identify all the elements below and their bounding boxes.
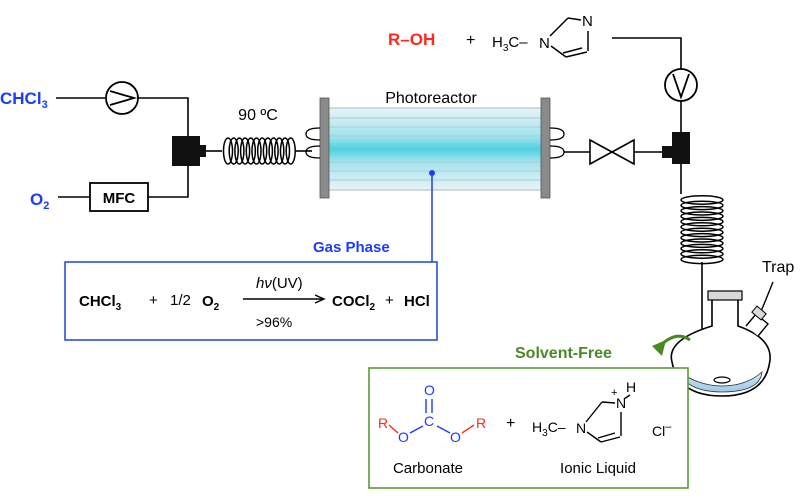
eq-o2: O2 (202, 293, 220, 313)
top-imidazole-ring-icon (549, 17, 589, 58)
top-imidazole-n1: N (539, 35, 550, 52)
top-imidazole-n3: N (582, 13, 593, 30)
photoreactor-label: Photoreactor (385, 90, 477, 107)
roh-label: R–OH (388, 30, 435, 49)
reaction-coil-turn (680, 249, 724, 259)
carbonate-o-right: O (450, 429, 461, 445)
heating-coil-turn (268, 137, 279, 165)
eq-hv: hν(UV) (256, 275, 303, 292)
trap-line (759, 281, 774, 315)
il-imidazole-n1: N (576, 420, 586, 436)
reaction-coil-turn (680, 205, 724, 216)
carbonate-c: C (424, 413, 434, 429)
reaction-coil-icon (680, 195, 724, 265)
chcl3-label: CHCl3 (0, 89, 48, 111)
chcl3-feed: CHCl3 (0, 81, 189, 138)
t-mixer-icon (172, 136, 206, 166)
mfc-to-mixer-line (148, 165, 189, 198)
eq-cocl2: COCl2 (332, 293, 376, 313)
reagent-feed-line (612, 37, 682, 69)
carbonate-o-left: O (398, 429, 409, 445)
trap-label: Trap (762, 259, 794, 276)
heating-coil-turn (279, 137, 291, 165)
eq-yield: >96% (256, 314, 292, 330)
reaction-coil-turn (680, 200, 724, 211)
heating-coil-turn (251, 137, 262, 165)
ionic-liquid-label: Ionic Liquid (560, 460, 636, 477)
products-plus: + (506, 415, 515, 432)
valve-icon (589, 138, 635, 166)
carbonate-label: Carbonate (393, 460, 463, 477)
heating-coil-turn (228, 137, 239, 165)
gas-phase-equation: CHCl3 + 1/2 O2 hν(UV) >96% COCl2 + HCl (79, 275, 430, 330)
gas-phase-reaction-box (64, 261, 438, 341)
reaction-coil-turn (680, 232, 724, 243)
reaction-coil-turn (680, 211, 724, 222)
reaction-coil-turn (680, 238, 724, 249)
mfc-label: MFC (103, 190, 136, 207)
solvent-free-label: Solvent-Free (515, 345, 612, 362)
solvent-free-arrow-icon (652, 334, 691, 356)
reaction-coil-turn (680, 243, 724, 254)
heating-coil-turn (234, 137, 245, 165)
top-reagents: R–OH + H3C– N N (388, 13, 698, 132)
o2-label: O2 (30, 190, 49, 212)
reaction-coil-turn (680, 227, 724, 238)
il-n-h: H (626, 379, 636, 395)
il-imidazole-n3: N (616, 395, 626, 411)
o2-feed: O2 MFC (30, 165, 189, 212)
reactor-probe-dot (429, 170, 435, 176)
heater-temp-label: 90 ºC (238, 107, 278, 124)
reagent-pump-icon (664, 68, 698, 102)
heating-coil-turn (256, 137, 268, 165)
reagent-plus: + (466, 32, 475, 49)
carbonate-r-left: R (378, 415, 388, 431)
eq-plus-2: + (385, 292, 394, 309)
heating-coil-turn (239, 137, 251, 165)
eq-arrow-head (314, 294, 326, 304)
chcl3-pump-icon (105, 81, 139, 115)
reaction-coil-turn (680, 222, 724, 232)
photoreactor-icon (305, 97, 565, 199)
heating-coil-turn (222, 137, 234, 165)
flask-icon (670, 290, 771, 397)
eq-chcl3: CHCl3 (79, 293, 122, 313)
heating-coil-turn (285, 137, 296, 165)
reaction-coil-turn (680, 195, 724, 205)
heating-coil-turn (245, 137, 257, 165)
eq-hcl: HCl (404, 293, 430, 310)
carbonate-r-right: R (476, 415, 486, 431)
t-mixer-2-icon (662, 132, 690, 164)
il-methyl-label: H3C– (532, 419, 566, 439)
gas-phase-label: Gas Phase (313, 239, 390, 256)
products-box (368, 367, 689, 489)
carbonate-structure: O C O O R R (378, 382, 486, 445)
eq-coef: 1/2 (170, 292, 191, 309)
ionic-liquid-structure: H3C– N N + H Cl– (532, 379, 672, 443)
il-n-charge: + (611, 387, 617, 399)
reaction-coil-turn (680, 216, 724, 227)
chcl3-to-mixer-line (138, 97, 189, 138)
top-methyl-label: H3C– (492, 34, 528, 54)
heating-coil-turn (262, 137, 274, 165)
carbonate-o-top: O (424, 382, 435, 398)
eq-plus-1: + (149, 292, 158, 309)
heating-coil-turn (274, 137, 285, 165)
il-chloride: Cl– (652, 421, 672, 439)
heating-coil-icon (222, 137, 296, 165)
